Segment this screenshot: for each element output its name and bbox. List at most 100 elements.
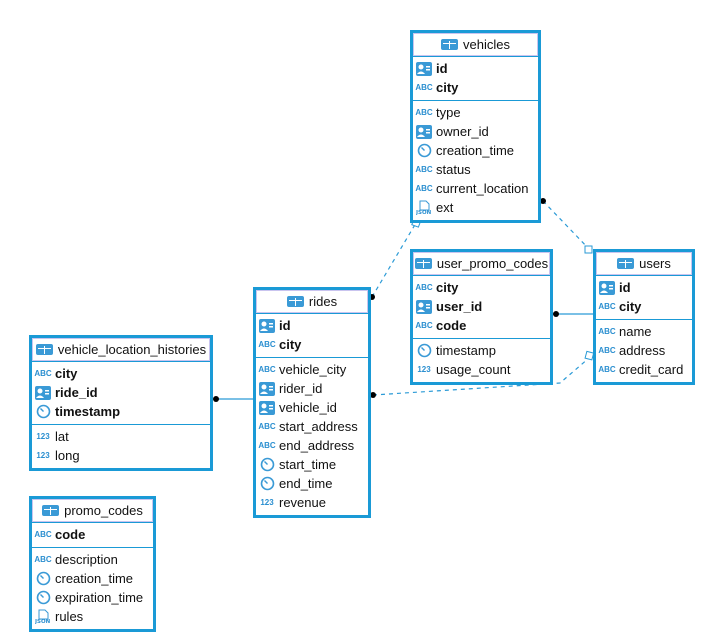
text-type-icon: ABC [415,321,433,330]
column-row[interactable]: creation_time [413,141,538,160]
column-name: expiration_time [55,590,144,605]
relationship-dot [540,198,546,204]
column-name: end_address [279,438,355,453]
key-column-icon [259,381,275,396]
column-row[interactable]: id [256,316,368,335]
column-row[interactable]: timestamp [413,341,550,360]
table-name: users [639,256,671,271]
timestamp-icon [416,343,432,358]
column-row[interactable]: vehicle_id [256,398,368,417]
text-type-icon: ABC [415,165,433,174]
table-name: rides [308,294,338,309]
column-row[interactable]: id [596,278,692,297]
table-icon [441,39,459,50]
column-name: rules [55,609,84,624]
text-type-icon: ABC [34,369,52,378]
column-row[interactable]: timestamp [32,402,210,421]
key-column-icon [259,400,275,415]
column-name: lat [55,429,69,444]
column-name: timestamp [55,404,121,419]
column-name: id [619,280,631,295]
column-row[interactable]: user_id [413,297,550,316]
column-row[interactable]: end_time [256,474,368,493]
text-type-icon: ABC [415,184,433,193]
table-name: user_promo_codes [436,256,549,271]
timestamp-icon [35,590,51,605]
table-header[interactable]: promo_codes [32,499,153,523]
text-type-icon: ABC [258,340,276,349]
table-icon [286,296,304,307]
column-name: start_time [279,457,337,472]
column-row[interactable]: expiration_time [32,588,153,607]
table-icon [414,258,432,269]
text-type-icon: ABC [415,108,433,117]
table-header[interactable]: vehicles [413,33,538,57]
column-name: end_time [279,476,333,491]
column-name: id [436,61,448,76]
column-row[interactable]: JSON rules [32,607,153,626]
timestamp-icon [259,457,275,472]
table-header[interactable]: rides [256,290,368,314]
table-header[interactable]: vehicle_location_histories [32,338,210,362]
column-name: owner_id [436,124,489,139]
column-row[interactable]: rider_id [256,379,368,398]
column-row[interactable]: id [413,59,538,78]
text-type-icon: ABC [258,441,276,450]
key-column-icon [416,299,432,314]
column-name: status [436,162,471,177]
relationship-dot [553,311,559,317]
svg-text:JSON: JSON [35,619,51,624]
column-name: rider_id [279,381,323,396]
column-row[interactable]: start_time [256,455,368,474]
text-type-icon: ABC [598,346,616,355]
column-row[interactable]: creation_time [32,569,153,588]
numeric-type-icon: 123 [36,451,50,460]
column-name: vehicle_city [279,362,347,377]
column-row[interactable]: owner_id [413,122,538,141]
column-name: creation_time [436,143,515,158]
column-name: city [436,80,459,95]
table-header[interactable]: users [596,252,692,276]
text-type-icon: ABC [598,327,616,336]
text-type-icon: ABC [598,302,616,311]
column-row[interactable]: ride_id [32,383,210,402]
table-name: promo_codes [64,503,143,518]
timestamp-icon [35,571,51,586]
table-header[interactable]: user_promo_codes [413,252,550,276]
